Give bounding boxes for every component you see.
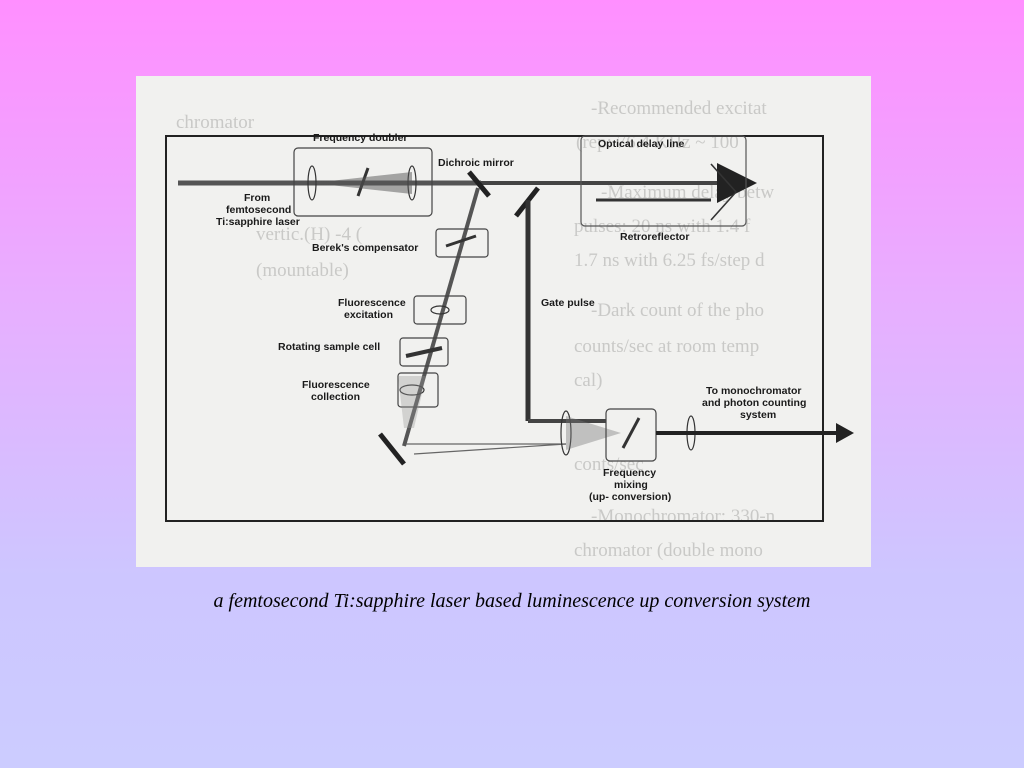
- fluorescence-cone: [398, 376, 426, 428]
- bereks-compensator-plate: [445, 234, 477, 248]
- ghost-line-11: chromator (double mono: [574, 540, 763, 561]
- label-from-2: femtosecond: [226, 204, 291, 216]
- excitation-beam: [402, 187, 480, 447]
- ghost-line-5: 1.7 ns with 6.25 fs/step d: [574, 250, 765, 271]
- label-fluorescence-collection-1: Fluorescence: [302, 379, 370, 391]
- sample-cell: [405, 346, 443, 358]
- label-optical-delay-line: Optical delay line: [598, 138, 685, 150]
- label-rotating-sample-cell: Rotating sample cell: [278, 341, 380, 353]
- setup-diagram: -Recommended excitat (rep: 76.4 KHz ~ 10…: [136, 76, 871, 567]
- mixing-input-lens: [560, 410, 572, 456]
- ghost-line-6: -Dark count of the pho: [591, 300, 764, 321]
- label-to-monochromator-3: system: [740, 409, 776, 421]
- doubler-beam-focus: [312, 172, 412, 194]
- ghost-line-7: counts/sec at room temp: [574, 336, 759, 357]
- frequency-doubler-box: [293, 147, 433, 217]
- label-from-1: From: [244, 192, 270, 204]
- ghost-line-1: -Recommended excitat: [591, 98, 767, 119]
- ghost-line-14: (mountable): [256, 260, 349, 281]
- retroreflector: [710, 163, 738, 221]
- label-to-monochromator-2: and photon counting: [702, 397, 806, 409]
- excitation-lens-box: [413, 295, 467, 325]
- mixing-focus-cone: [566, 416, 621, 450]
- output-arrow: [836, 423, 854, 443]
- label-frequency-doubler: Frequency doubler: [313, 132, 408, 144]
- fluorescence-mirror: [378, 432, 406, 466]
- label-frequency-mixing-1: Frequency: [603, 467, 656, 479]
- fluorescence-collection-box: [397, 372, 439, 408]
- dichroic-mirror: [467, 170, 491, 198]
- label-retroreflector: Retroreflector: [620, 231, 689, 243]
- label-to-monochromator-1: To monochromator: [706, 385, 801, 397]
- label-dichroic-mirror: Dichroic mirror: [438, 157, 514, 169]
- ghost-line-2: (rep: 76.4 KHz ~ 100: [576, 132, 739, 153]
- setup-diagram-svg: -Recommended excitat (rep: 76.4 KHz ~ 10…: [165, 98, 854, 561]
- ghost-line-9: conts/sec: [574, 454, 644, 475]
- label-fluorescence-excitation-1: Fluorescence: [338, 297, 406, 309]
- label-from-3: Ti:sapphire laser: [216, 216, 300, 228]
- label-gate-pulse: Gate pulse: [541, 297, 595, 309]
- collection-lens: [399, 384, 425, 396]
- excitation-lens: [430, 305, 450, 315]
- mixing-crystal: [621, 417, 641, 449]
- label-frequency-mixing-2: mixing: [614, 479, 648, 491]
- rotating-sample-cell-box: [399, 337, 449, 367]
- ghost-line-13: vertic.(H) -4 (: [256, 224, 362, 245]
- fluorescence-path-lower: [413, 443, 567, 455]
- figure-caption: a femtosecond Ti:sapphire laser based lu…: [213, 590, 811, 612]
- label-fluorescence-collection-2: collection: [311, 391, 360, 403]
- label-bereks-compensator: Berek's compensator: [312, 242, 418, 254]
- ghost-line-10: -Monochromator: 330-n: [591, 506, 776, 527]
- label-fluorescence-excitation-2: excitation: [344, 309, 393, 321]
- diagram-labels: Frequency doubler Dichroic mirror Optica…: [216, 132, 806, 503]
- ghost-line-12: chromator: [176, 112, 255, 133]
- bereks-compensator-box: [435, 228, 489, 258]
- optical-table-frame: [165, 135, 824, 522]
- ghost-line-8: cal): [574, 370, 602, 391]
- label-frequency-mixing-3: (up- conversion): [589, 491, 671, 503]
- optical-delay-line-box: [580, 135, 747, 227]
